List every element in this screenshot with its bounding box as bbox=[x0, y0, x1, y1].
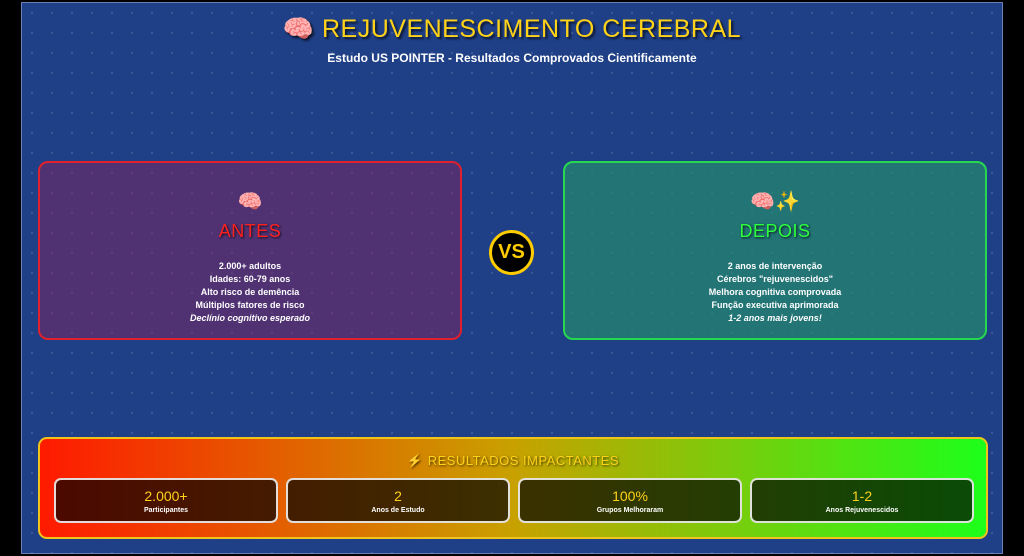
stat-participants: 2.000+ Participantes bbox=[54, 478, 278, 523]
before-heading: ANTES bbox=[218, 221, 282, 241]
stat-label: Anos Rejuvenescidos bbox=[825, 507, 899, 514]
sparkling-brain-icon: 🧠✨ bbox=[750, 191, 800, 213]
stat-value: 2 bbox=[394, 488, 402, 504]
stat-groups: 100% Grupos Melhoraram bbox=[518, 478, 742, 523]
stat-label: Grupos Melhoraram bbox=[596, 507, 664, 514]
after-line: Melhora cognitiva comprovada bbox=[708, 287, 842, 297]
before-line: Alto risco de demência bbox=[200, 287, 300, 297]
stat-value: 100% bbox=[612, 488, 648, 504]
vs-badge: VS bbox=[489, 230, 534, 275]
before-line: Idades: 60-79 anos bbox=[209, 274, 291, 284]
brain-icon: 🧠 bbox=[237, 191, 263, 213]
stat-value: 1-2 bbox=[851, 488, 873, 504]
after-details: 2 anos de intervenção Cérebros "rejuvene… bbox=[565, 260, 985, 325]
before-details: 2.000+ adultos Idades: 60-79 anos Alto r… bbox=[40, 260, 460, 325]
stat-years: 2 Anos de Estudo bbox=[286, 478, 510, 523]
after-line: 1-2 anos mais jovens! bbox=[728, 313, 822, 323]
stat-rejuvenated: 1-2 Anos Rejuvenescidos bbox=[750, 478, 974, 523]
before-line: 2.000+ adultos bbox=[218, 261, 282, 271]
stat-label: Participantes bbox=[144, 507, 188, 514]
before-card: 🧠 ANTES 2.000+ adultos Idades: 60-79 ano… bbox=[38, 161, 462, 340]
before-line: Declínio cognitivo esperado bbox=[189, 313, 311, 323]
results-title: ⚡ RESULTADOS IMPACTANTES bbox=[406, 453, 620, 468]
after-line: Cérebros "rejuvenescidos" bbox=[716, 274, 834, 284]
results-panel: ⚡ RESULTADOS IMPACTANTES 2.000+ Particip… bbox=[38, 437, 988, 539]
after-heading: DEPOIS bbox=[739, 221, 811, 241]
infographic-frame: 🧠 REJUVENESCIMENTO CEREBRAL Estudo US PO… bbox=[21, 2, 1003, 554]
page-subtitle: Estudo US POINTER - Resultados Comprovad… bbox=[327, 51, 697, 65]
before-line: Múltiplos fatores de risco bbox=[195, 300, 305, 310]
after-card: 🧠✨ DEPOIS 2 anos de intervenção Cérebros… bbox=[563, 161, 987, 340]
after-line: Função executiva aprimorada bbox=[711, 300, 839, 310]
after-line: 2 anos de intervenção bbox=[727, 261, 823, 271]
stat-label: Anos de Estudo bbox=[371, 507, 425, 514]
stat-value: 2.000+ bbox=[144, 488, 188, 504]
page-title: 🧠 REJUVENESCIMENTO CEREBRAL bbox=[282, 15, 742, 43]
